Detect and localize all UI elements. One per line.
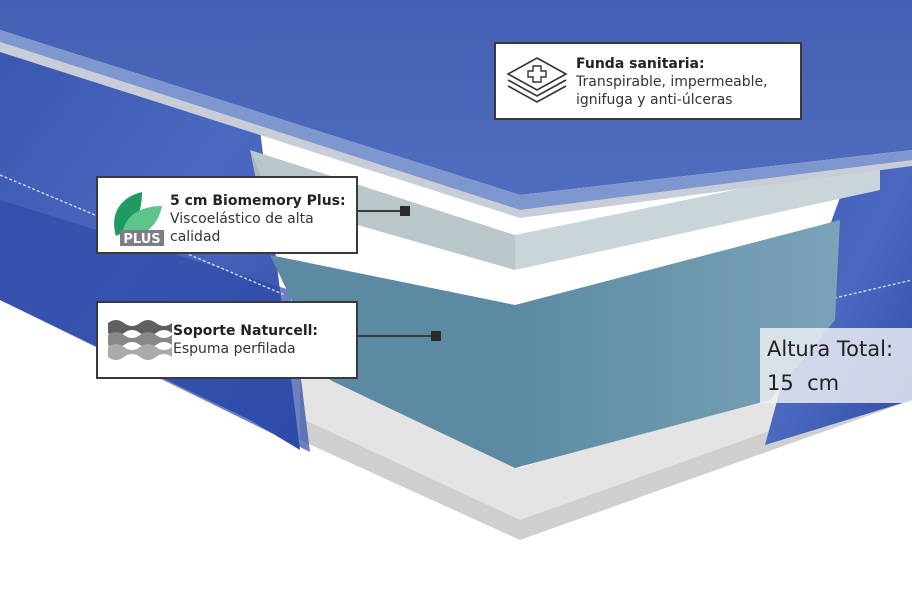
total-height-panel: Altura Total: 15 cm (760, 328, 912, 403)
foam-waves-icon (108, 320, 172, 360)
memory-right (515, 160, 880, 270)
callout-biomemory: PLUS 5 cm Biomemory Plus: Viscoelástico … (96, 176, 358, 254)
biomemory-title: 5 cm Biomemory Plus: (170, 193, 346, 209)
total-height-value: 15 cm (767, 371, 840, 395)
foam-right (515, 220, 840, 468)
connector-biomemory-dot (400, 206, 410, 216)
callout-funda-sanitaria: Funda sanitaria: Transpirable, impermeab… (494, 42, 802, 120)
plus-badge-text: PLUS (123, 232, 160, 247)
left-seam (0, 174, 286, 296)
funda-description: Transpirable, impermeable, ignifuga y an… (576, 74, 768, 108)
leaf-plus-icon: PLUS (114, 192, 164, 247)
funda-title: Funda sanitaria: (576, 56, 705, 72)
total-height-label: Altura Total: (767, 337, 894, 361)
naturcell-description: Espuma perfilada (173, 341, 296, 357)
sanitary-cover-icon (506, 57, 568, 103)
right-seam (804, 279, 912, 306)
biomemory-description: Viscoelástico de alta calidad (170, 211, 314, 245)
base-underside (300, 340, 912, 520)
callout-naturcell: Soporte Naturcell: Espuma perfilada (96, 301, 358, 379)
connector-naturcell-dot (431, 331, 441, 341)
naturcell-title: Soporte Naturcell: (173, 323, 319, 339)
